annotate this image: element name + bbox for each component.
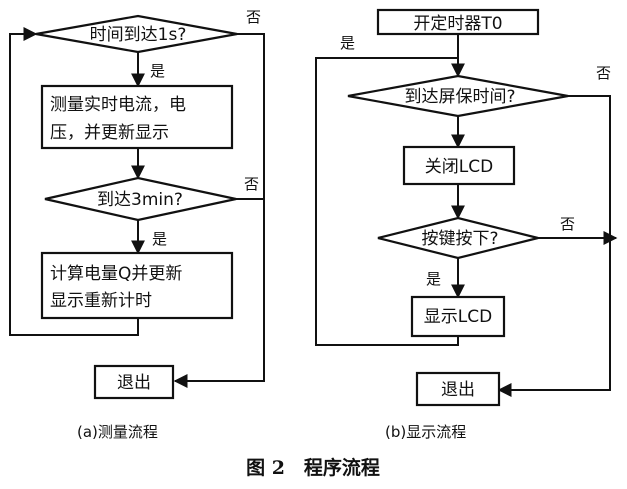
display-flowchart: 开定时器T0 到达屏保时间? 关闭LCD 按键按下? 显示LCD 退出 是 否 … — [315, 8, 618, 441]
terminal-exit-b: 退出 — [415, 371, 501, 407]
label-a-yes-1s: 是 — [150, 62, 165, 80]
decision-3min: 到达3min? — [44, 176, 237, 222]
decision-key-pressed-text: 按键按下? — [421, 229, 498, 249]
label-a-yes-3min: 是 — [152, 230, 167, 248]
process-calc-line2: 显示重新计时 — [50, 291, 152, 311]
process-calc-line1: 计算电量Q并更新 — [50, 264, 182, 284]
caption-b: (b)显示流程 — [385, 423, 466, 441]
edge-b-no-screensaver — [568, 95, 611, 238]
label-a-no-1s: 否 — [246, 8, 261, 26]
decision-screensaver: 到达屏保时间? — [347, 74, 569, 118]
label-b-no-key: 否 — [560, 215, 575, 233]
process-close-lcd: 关闭LCD — [402, 145, 516, 186]
edge-a-loop-back — [9, 27, 139, 336]
decision-screensaver-text: 到达屏保时间? — [404, 87, 515, 107]
terminal-exit-a-text: 退出 — [117, 373, 151, 393]
process-show-lcd-text: 显示LCD — [424, 307, 492, 327]
label-a-no-3min: 否 — [244, 175, 259, 193]
process-show-lcd: 显示LCD — [410, 295, 506, 338]
process-measure-line1: 测量实时电流，电 — [50, 95, 186, 115]
figure-title: 图 2 程序流程 — [246, 456, 380, 479]
terminal-exit-b-text: 退出 — [441, 380, 475, 400]
decision-time-1s: 时间到达1s? — [35, 14, 238, 54]
caption-a: (a)测量流程 — [77, 423, 158, 441]
process-start-timer: 开定时器T0 — [376, 8, 540, 36]
process-measure: 测量实时电流，电 压，并更新显示 — [40, 84, 234, 150]
terminal-exit-a: 退出 — [93, 364, 175, 400]
process-close-lcd-text: 关闭LCD — [425, 157, 493, 177]
process-calc-charge: 计算电量Q并更新 显示重新计时 — [40, 251, 234, 320]
decision-3min-text: 到达3min? — [97, 190, 183, 210]
process-start-timer-text: 开定时器T0 — [413, 14, 502, 34]
measurement-flowchart: 时间到达1s? 测量实时电流，电 压，并更新显示 到达3min? 计算电量Q并更… — [9, 8, 265, 441]
decision-time-1s-text: 时间到达1s? — [90, 25, 187, 45]
label-b-no-screensaver: 否 — [596, 64, 611, 82]
edge-b-right-to-exit — [497, 238, 611, 397]
process-measure-line2: 压，并更新显示 — [50, 123, 169, 143]
label-b-yes-loop: 是 — [340, 34, 355, 52]
decision-key-pressed: 按键按下? — [377, 216, 539, 260]
label-b-yes-key: 是 — [426, 270, 441, 288]
edge-b-loop-back — [315, 57, 459, 346]
edge-a-no-1s-to-exit — [173, 33, 265, 388]
